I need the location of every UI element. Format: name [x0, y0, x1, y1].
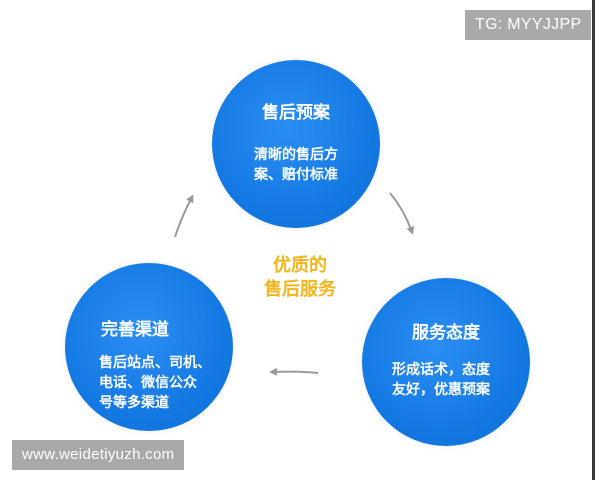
node-body-line: 案、赔付标准	[254, 167, 338, 183]
arrow-right-to-left	[269, 367, 319, 376]
center-label-line: 优质的	[273, 255, 327, 276]
node-channels: 完善渠道 售后站点、司机、 电话、微信公众 号等多渠道	[65, 263, 233, 431]
arrow-top-to-right	[389, 192, 415, 235]
node-body-line: 号等多渠道	[99, 395, 169, 411]
node-body-line: 清晰的售后方	[254, 147, 338, 163]
watermark-bottom: www.weidetiyuzh.com	[12, 440, 185, 470]
node-body-line: 形成话术，态度	[392, 362, 490, 378]
node-body: 售后站点、司机、 电话、微信公众 号等多渠道	[99, 353, 211, 413]
node-title: 完善渠道	[101, 320, 169, 340]
center-label-line: 售后服务	[264, 279, 336, 300]
node-body-line: 售后站点、司机、	[99, 355, 211, 371]
node-after-sales-plan: 售后预案 清晰的售后方 案、赔付标准	[212, 60, 380, 228]
watermark-top: TG: MYYJJPP	[465, 10, 592, 40]
node-title: 售后预案	[262, 103, 330, 123]
right-border-rule	[592, 0, 595, 480]
center-label: 优质的 售后服务	[230, 254, 370, 302]
node-body-line: 电话、微信公众	[99, 375, 197, 391]
node-body: 形成话术，态度 友好，优惠预案	[392, 360, 490, 400]
node-service-attitude: 服务态度 形成话术，态度 友好，优惠预案	[362, 278, 530, 446]
arrow-left-to-top	[174, 194, 194, 238]
node-body-line: 友好，优惠预案	[392, 382, 490, 398]
node-title: 服务态度	[412, 323, 480, 343]
node-body: 清晰的售后方 案、赔付标准	[254, 145, 338, 185]
